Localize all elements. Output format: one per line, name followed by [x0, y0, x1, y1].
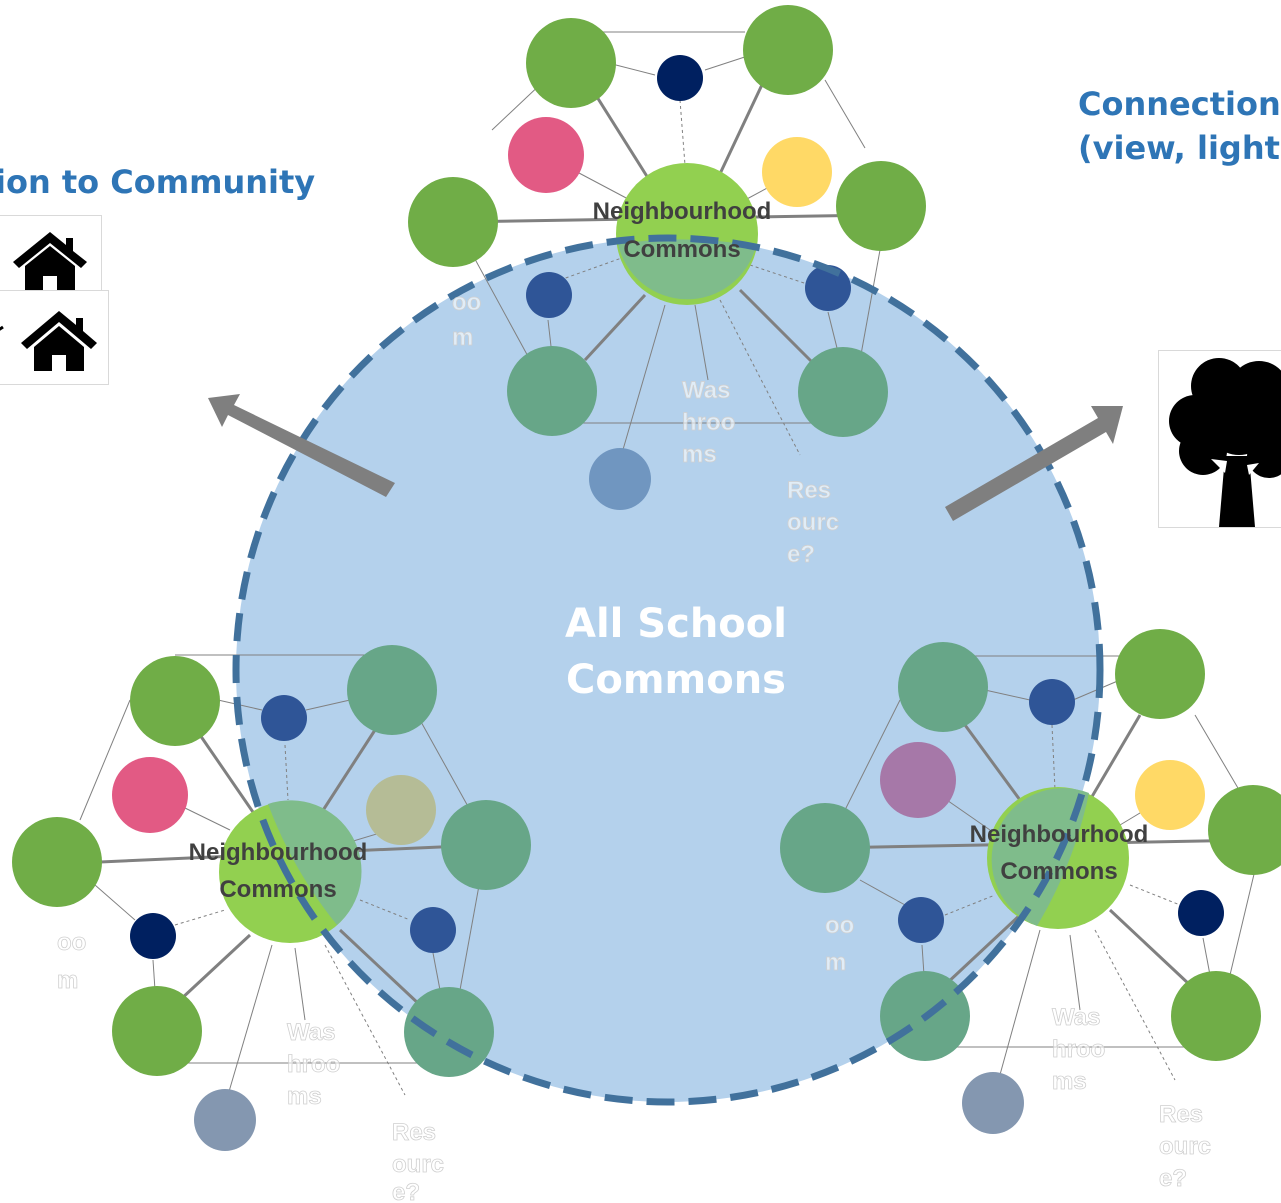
resource-label: Res — [787, 477, 831, 504]
commons-dashed-border — [232, 234, 1104, 1106]
all-school-commons-circle — [236, 238, 1100, 1102]
classroom-node — [507, 346, 597, 436]
classroom-node — [743, 5, 833, 95]
hub-label-line2: Commons — [1000, 858, 1117, 885]
special-room-node — [366, 775, 436, 845]
house-icon-card — [0, 290, 109, 385]
resource-label: ourc — [787, 509, 839, 536]
resource-label: ourc — [392, 1151, 444, 1178]
washrooms-label: hroo — [682, 409, 735, 436]
hub-overlap — [618, 239, 756, 300]
small-room-node — [898, 897, 944, 943]
resource-node — [194, 1089, 256, 1151]
arrow-to-nature — [945, 406, 1123, 521]
room-label: oo — [452, 289, 481, 316]
washrooms-label: ms — [682, 441, 717, 468]
cluster-right — [824, 655, 1256, 1101]
classroom-node — [408, 177, 498, 267]
small-room-node — [410, 907, 456, 953]
classroom-node — [12, 817, 102, 907]
small-room-node — [1029, 679, 1075, 725]
connection-heading: Connection (view, light a — [1078, 82, 1281, 170]
resource-node — [962, 1072, 1024, 1134]
classroom-node — [836, 161, 926, 251]
small-room-node — [805, 265, 851, 311]
hub-label-line2: Commons — [219, 876, 336, 903]
washrooms-label: Was — [682, 377, 730, 404]
classroom-node — [347, 645, 437, 735]
arrow-to-community — [208, 394, 395, 497]
house-icon — [13, 232, 87, 292]
hub-label-line1: Neighbourhood — [970, 821, 1149, 848]
arrow-icon — [208, 394, 1123, 521]
all-school-commons-line1: All School — [565, 601, 787, 647]
community-heading: ion to Community — [0, 163, 316, 201]
resource-label: e? — [1159, 1165, 1187, 1192]
washrooms-label: Was — [287, 1019, 335, 1046]
classroom-node — [404, 987, 494, 1077]
hub-label-line1: Neighbourhood — [593, 198, 772, 225]
washrooms-label: ms — [1052, 1068, 1087, 1095]
classroom-node — [798, 347, 888, 437]
hub-overlap — [268, 800, 362, 925]
tree-icon — [1169, 358, 1281, 527]
resource-label: e? — [392, 1179, 420, 1203]
classroom-node — [1171, 971, 1261, 1061]
special-room-node — [112, 757, 188, 833]
classroom-node — [898, 642, 988, 732]
classroom-node — [130, 656, 220, 746]
hub-label-line1: Neighbourhood — [189, 839, 368, 866]
resource-label: Res — [392, 1119, 436, 1146]
special-room-node — [1135, 760, 1205, 830]
connection-heading-line2: (view, light a — [1078, 129, 1281, 167]
washrooms-label: ms — [287, 1083, 322, 1110]
hub-label-line2: Commons — [623, 236, 740, 263]
small-room-node — [657, 55, 703, 101]
all-school-commons-title: All School Commons — [476, 596, 876, 708]
small-room-node — [526, 272, 572, 318]
room-label: oo — [825, 912, 854, 939]
washrooms-label: hroo — [1052, 1036, 1105, 1063]
small-room-node — [1178, 890, 1224, 936]
resource-label: ourc — [1159, 1133, 1211, 1160]
classroom-node — [780, 803, 870, 893]
classroom-node — [526, 18, 616, 108]
room-label: m — [825, 949, 846, 976]
room-label: oo — [57, 929, 86, 956]
classroom-node — [1115, 629, 1205, 719]
resource-node — [589, 448, 651, 510]
room-label: m — [57, 967, 78, 994]
connection-heading-line1: Connection — [1078, 85, 1281, 123]
cluster-right-nodes — [780, 629, 1281, 1134]
room-label: m — [452, 324, 473, 351]
house-icon-card — [0, 215, 102, 297]
cluster-left-nodes — [12, 645, 531, 1151]
special-room-node — [762, 137, 832, 207]
special-room-node — [880, 742, 956, 818]
resource-label: Res — [1159, 1101, 1203, 1128]
tree-icon-card — [1158, 350, 1281, 528]
classroom-node — [441, 800, 531, 890]
small-room-node — [261, 695, 307, 741]
classroom-node — [1208, 785, 1281, 875]
cluster-top-nodes — [408, 5, 926, 510]
washrooms-label: Was — [1052, 1004, 1100, 1031]
small-room-node — [130, 913, 176, 959]
house-icon — [0, 311, 97, 371]
classroom-node — [112, 986, 202, 1076]
washrooms-label: hroo — [287, 1051, 340, 1078]
all-school-commons-line2: Commons — [566, 657, 786, 703]
special-room-node — [508, 117, 584, 193]
resource-label: e? — [787, 541, 815, 568]
cluster-left — [79, 654, 486, 1096]
hub-overlap — [991, 788, 1089, 926]
